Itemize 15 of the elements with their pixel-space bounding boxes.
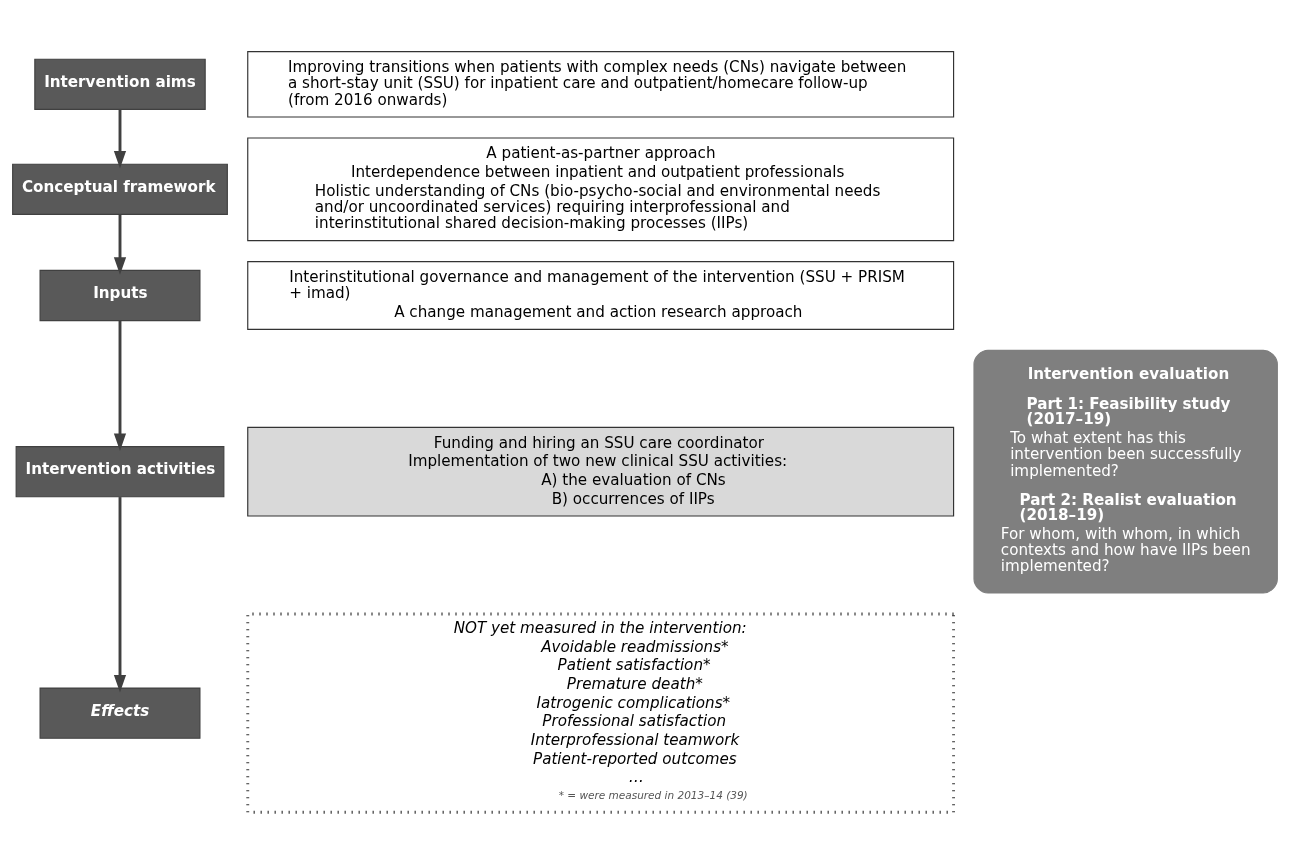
- node-box: Funding and hiring an SSU care coordinator Implementation of two new clinical SSU activities: A) the evaluation of CNs B) occurrences of IIPs: [247, 426, 955, 517]
- node-box: Interinstitutional governance and management of the intervention (SSU + PRISM + imad) A change management and action research approach: [247, 261, 955, 330]
- node-box: Inputs: [39, 269, 201, 322]
- node-box: Intervention aims: [34, 58, 206, 110]
- node-box: NOT yet measured in the intervention: Avoidable readmissions* Patient satisfaction* Premature death* Iatrogenic complications* Professional satisfaction Interprofessional teamwork Patient-reported outcomes … * = were measured in 2013–14 (39): [246, 612, 956, 814]
- node-box: Effects: [39, 687, 201, 739]
- arrow: [113, 320, 127, 451]
- arrow: [113, 214, 127, 275]
- node-box: Conceptual framework: [12, 163, 228, 215]
- node-box: Improving transitions when patients with complex needs (CNs) navigate between a short-stay unit (SSU) for inpatient care and outpatient/homecare follow-up (from 2016 onwards): [247, 51, 955, 118]
- arrow: [113, 497, 127, 693]
- node-box: Intervention activities: [15, 446, 225, 498]
- arrow: [113, 109, 127, 169]
- node-box: A patient-as-partner approach Interdependence between inpatient and outpatient professionals Holistic understanding of CNs (bio-psycho-social and environmental needs and/or uncoordinated services) requiring interprofessional and interinstitutional shared decision-making processes (IIPs): [247, 137, 955, 242]
- node-box: Intervention evaluation Part 1: Feasibility study (2017–19) To what extent has this intervention been successfully implemented? Part 2: Realist evaluation (2018–19) For whom, with whom, in which contexts and how have IIPs been implemented?: [973, 349, 1278, 594]
